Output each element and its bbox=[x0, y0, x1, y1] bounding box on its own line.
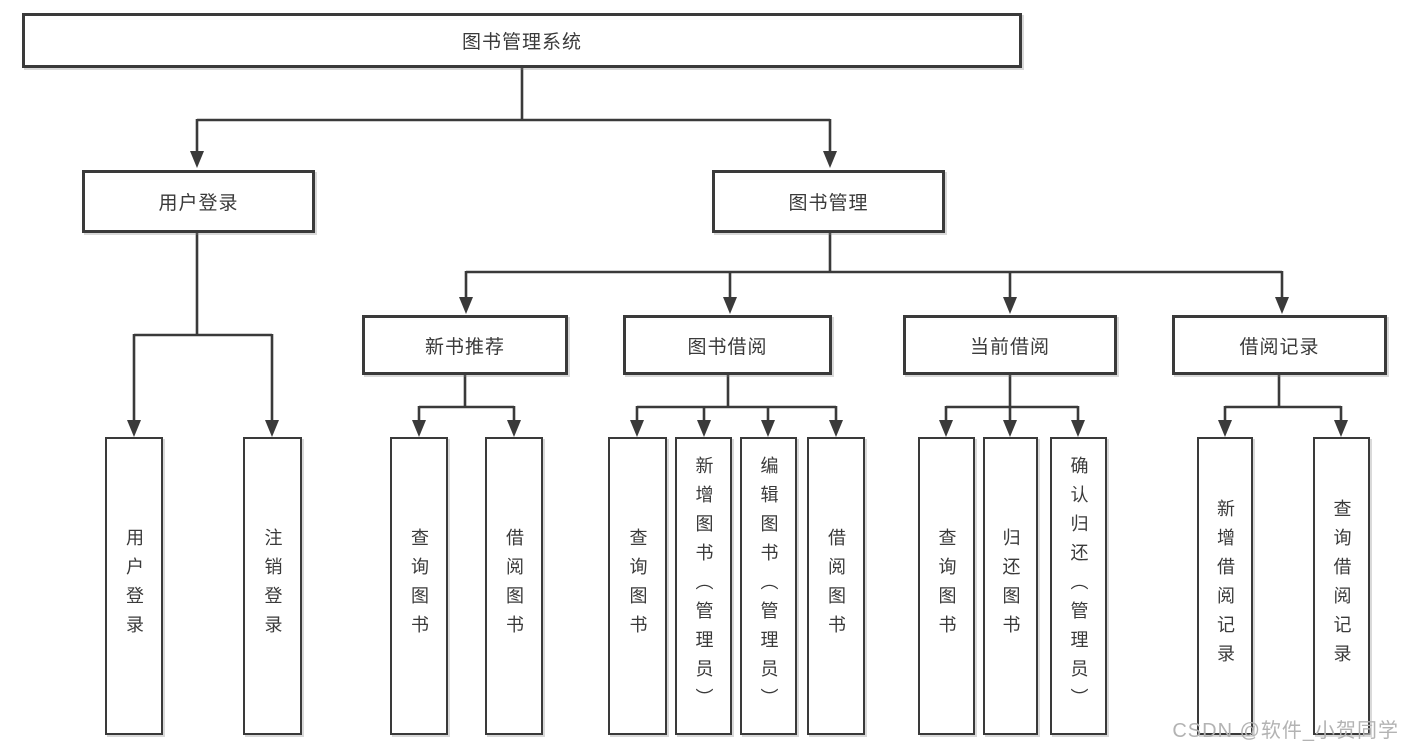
node-label: 借阅记录 bbox=[1239, 336, 1320, 358]
leaf-label: 归还图书 bbox=[1000, 528, 1021, 644]
leaf-current-confirm-return-admin: 确认归还（管理员） bbox=[1050, 437, 1107, 735]
leaf-label: 查询图书 bbox=[627, 528, 648, 644]
node-label: 用户登录 bbox=[158, 193, 239, 214]
leaf-current-query-books: 查询图书 bbox=[918, 437, 975, 735]
leaf-label: 注销登录 bbox=[262, 528, 283, 644]
leaf-label: 查询借阅记录 bbox=[1331, 499, 1352, 673]
leaf-user-login: 用户登录 bbox=[105, 437, 163, 735]
node-borrow-records: 借阅记录 bbox=[1172, 315, 1387, 375]
leaf-label: 确认归还（管理员） bbox=[1068, 455, 1089, 717]
leaf-label: 新增借阅记录 bbox=[1215, 499, 1235, 673]
node-book-management: 图书管理 bbox=[712, 170, 945, 233]
leaf-label: 借阅图书 bbox=[826, 528, 846, 644]
leaf-current-return-books: 归还图书 bbox=[983, 437, 1038, 735]
leaf-borrow-borrow-books: 借阅图书 bbox=[807, 437, 865, 735]
node-new-book-recommend: 新书推荐 bbox=[362, 315, 568, 375]
leaf-label: 查询图书 bbox=[409, 528, 429, 644]
leaf-newbooks-query-books: 查询图书 bbox=[390, 437, 448, 735]
node-label: 图书借阅 bbox=[687, 336, 768, 358]
leaf-records-add-record: 新增借阅记录 bbox=[1197, 437, 1253, 735]
node-library-management-system: 图书管理系统 bbox=[22, 13, 1022, 68]
leaf-borrow-edit-books-admin: 编辑图书（管理员） bbox=[740, 437, 797, 735]
leaf-records-query-record: 查询借阅记录 bbox=[1313, 437, 1370, 735]
node-label: 图书管理系统 bbox=[461, 32, 582, 53]
node-label: 当前借阅 bbox=[969, 336, 1050, 358]
leaf-label: 新增图书（管理员） bbox=[693, 455, 714, 717]
leaf-borrow-add-books-admin: 新增图书（管理员） bbox=[675, 437, 732, 735]
csdn-watermark: CSDN @软件_小贺同学 bbox=[1172, 720, 1399, 742]
leaf-borrow-query-books: 查询图书 bbox=[608, 437, 667, 735]
node-label: 图书管理 bbox=[788, 193, 869, 214]
leaf-label: 查询图书 bbox=[936, 528, 957, 644]
leaf-label: 用户登录 bbox=[124, 528, 144, 644]
node-user-login: 用户登录 bbox=[82, 170, 315, 233]
node-book-borrow: 图书借阅 bbox=[623, 315, 832, 375]
leaf-newbooks-borrow-books: 借阅图书 bbox=[485, 437, 543, 735]
leaf-label: 借阅图书 bbox=[504, 528, 524, 644]
node-current-borrow: 当前借阅 bbox=[903, 315, 1117, 375]
leaf-label: 编辑图书（管理员） bbox=[758, 455, 779, 717]
leaf-logout: 注销登录 bbox=[243, 437, 302, 735]
node-label: 新书推荐 bbox=[424, 336, 505, 358]
